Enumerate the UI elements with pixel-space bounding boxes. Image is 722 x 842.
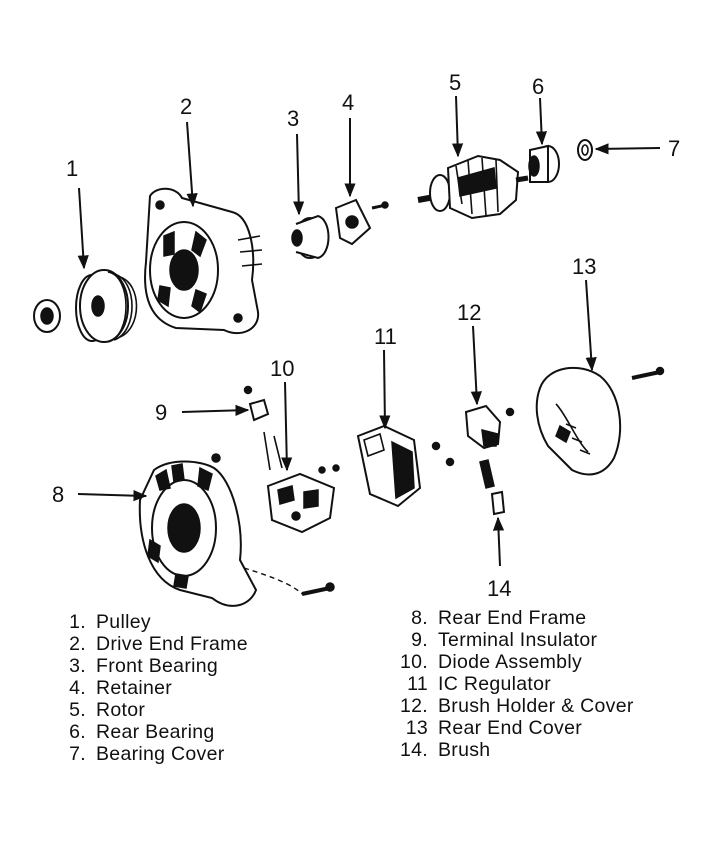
drive-end-frame-part xyxy=(144,187,263,335)
bearing-cover-part xyxy=(577,139,593,161)
legend-number: 14. xyxy=(399,739,428,761)
legend-number: 7. xyxy=(69,743,86,765)
legend-label: Terminal Insulator xyxy=(438,629,598,651)
callout-3: 3 xyxy=(287,106,299,131)
legend-item: 5. Rotor xyxy=(64,699,248,721)
legend-item: 1. Pulley xyxy=(64,611,248,633)
legend-number: 12. xyxy=(399,695,428,717)
legend-item: 6. Rear Bearing xyxy=(64,721,248,743)
terminal-insulator-part xyxy=(243,385,270,422)
legend-label: Bearing Cover xyxy=(96,743,225,765)
callout-1: 1 xyxy=(66,156,78,181)
legend-item: 7. Bearing Cover xyxy=(64,743,248,765)
legend-label: Rear Bearing xyxy=(96,721,215,743)
legend-number: 2. xyxy=(69,633,86,655)
legend-number: 6. xyxy=(69,721,86,743)
diode-assembly-part xyxy=(263,431,340,534)
legend-item: 8. Rear End Frame xyxy=(396,607,634,629)
legend-label: Brush xyxy=(438,739,491,761)
legend-number: 11 xyxy=(407,673,428,695)
legend-number: 13 xyxy=(405,717,428,739)
legend-number: 4. xyxy=(69,677,86,699)
brush-holder-part xyxy=(464,404,515,489)
legend-number: 8. xyxy=(411,607,428,629)
legend-right: 8. Rear End Frame 9. Terminal Insulator 10… xyxy=(396,607,634,761)
legend-number: 9. xyxy=(411,629,428,651)
callout-13: 13 xyxy=(572,254,596,279)
callout-8: 8 xyxy=(52,482,64,507)
rear-bearing-part xyxy=(528,144,560,183)
legend-item: 4. Retainer xyxy=(64,677,248,699)
ic-regulator-part xyxy=(356,424,455,508)
callout-12: 12 xyxy=(457,300,481,325)
callout-14: 14 xyxy=(487,576,511,601)
callout-10: 10 xyxy=(270,356,294,381)
callout-11: 11 xyxy=(374,324,397,349)
pulley-part xyxy=(33,269,138,343)
callout-5: 5 xyxy=(449,70,461,95)
legend-label: Retainer xyxy=(96,677,173,699)
legend-left: 1. Pulley 2. Drive End Frame 3. Front Beari… xyxy=(64,611,248,765)
legend-label: Diode Assembly xyxy=(438,651,583,673)
leader-arrows xyxy=(77,95,661,567)
legend-item: 11 IC Regulator xyxy=(396,673,634,695)
rotor-part xyxy=(417,154,529,220)
callout-7: 7 xyxy=(668,136,680,161)
callout-6: 6 xyxy=(532,74,544,99)
legend-number: 3. xyxy=(69,655,86,677)
legend-item: 3. Front Bearing xyxy=(64,655,248,677)
legend-item: 13 Rear End Cover xyxy=(396,717,634,739)
brush-part xyxy=(490,490,506,516)
legend-item: 2. Drive End Frame xyxy=(64,633,248,655)
legend-number: 5. xyxy=(69,699,86,721)
legend-label: Drive End Frame xyxy=(96,633,248,655)
legend-label: IC Regulator xyxy=(438,673,552,695)
retainer-part xyxy=(334,198,389,246)
legend-label: Brush Holder & Cover xyxy=(438,695,634,717)
legend-item: 9. Terminal Insulator xyxy=(396,629,634,651)
rear-end-frame-part xyxy=(138,453,335,607)
legend-label: Pulley xyxy=(96,611,151,633)
legend-label: Rotor xyxy=(96,699,146,721)
legend-number: 1. xyxy=(69,611,86,633)
legend-item: 14. Brush xyxy=(396,739,634,761)
legend-label: Rear End Frame xyxy=(438,607,587,629)
rear-end-cover-part xyxy=(535,366,665,476)
legend-label: Front Bearing xyxy=(96,655,219,677)
legend-item: 10. Diode Assembly xyxy=(396,651,634,673)
front-bearing-part xyxy=(291,214,330,260)
legend-label: Rear End Cover xyxy=(438,717,583,739)
callout-2: 2 xyxy=(180,94,192,119)
callout-9: 9 xyxy=(155,400,167,425)
callout-4: 4 xyxy=(342,90,354,115)
legend-number: 10. xyxy=(399,651,428,673)
legend-item: 12. Brush Holder & Cover xyxy=(396,695,634,717)
